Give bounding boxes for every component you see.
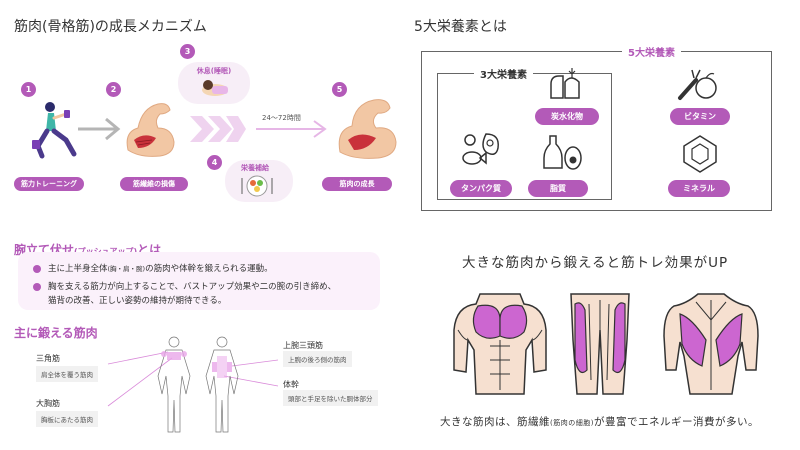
big-muscle-heading: 大きな筋肉から鍛えると筋トレ効果がUP — [462, 255, 729, 271]
pectoral-name: 大胸筋 — [36, 399, 60, 408]
bullet-dot — [33, 265, 41, 273]
thigh-muscle-icon — [570, 293, 630, 395]
growth-title: 筋肉(骨格筋)の成長メカニズム — [14, 19, 207, 35]
deltoid-name: 三角筋 — [36, 354, 60, 363]
back-muscle-icon — [663, 293, 759, 395]
grown-muscle-icon — [338, 99, 397, 159]
duration-label: 24〜72時間 — [262, 114, 301, 122]
step-label-rest: 休息(睡眠) — [196, 67, 232, 75]
trunk-name: 体幹 — [283, 380, 299, 389]
grain-bread-icon — [550, 68, 580, 99]
front-pectoral-mark — [167, 352, 181, 360]
step-number-5: 5 — [332, 82, 347, 97]
pushup-bullet-2: 胸を支える筋力が向上することで、バストアップ効果や二の腕の引き締め、猫背の改善、… — [33, 280, 336, 308]
footer-text-b: が豊富でエネルギー消費が多い。 — [593, 416, 759, 428]
pushup-title-sub: (プッシュアップ) — [74, 247, 137, 256]
training-person-icon — [32, 102, 77, 159]
deltoid-desc: 肩全体を覆う筋肉 — [36, 366, 98, 382]
trunk-desc: 頭部と手足を除いた胴体部分 — [283, 390, 378, 406]
meat-fish-icon — [462, 133, 499, 165]
long-arrow-icon — [256, 120, 327, 138]
rest-cloud — [178, 62, 250, 104]
label-vitamin: ビタミン — [670, 108, 730, 125]
sleeping-person-icon — [202, 80, 228, 96]
step-label-training: 筋力トレーニング — [14, 177, 84, 191]
damaged-muscle-icon — [126, 103, 175, 157]
bullet-1-text: 主に上半身全体(胸・肩・腕)の筋肉や体幹を鍛えられる運動。 — [48, 264, 273, 274]
step-number-4: 4 — [207, 155, 222, 170]
step-label-nutrition: 栄養補給 — [241, 164, 269, 172]
label-carbohydrate: 炭水化物 — [535, 108, 599, 125]
arrow-right-icon — [78, 117, 121, 141]
step-number-1: 1 — [21, 82, 36, 97]
vegetables-icon — [678, 69, 717, 100]
back-triceps-mark — [212, 362, 217, 372]
meal-plate-icon — [241, 175, 273, 197]
nutrients-title: 5大栄養素とは — [414, 19, 507, 35]
big-muscle-footer: 大きな筋肉は、筋繊維(筋肉の細胞)が豊富でエネルギー消費が多い。 — [440, 414, 759, 429]
bullet-2-text: 胸を支える筋力が向上することで、バストアップ効果や二の腕の引き締め、猫背の改善、… — [48, 282, 337, 306]
triceps-desc: 上腕の後ろ側の筋肉 — [283, 351, 352, 367]
pectoral-desc: 胸板にあたる筋肉 — [36, 411, 98, 427]
label-fat: 脂質 — [528, 180, 588, 197]
footer-text-a: 大きな筋肉は、筋繊維 — [440, 416, 550, 428]
chevrons-icon — [190, 116, 246, 142]
oil-avocado-icon — [543, 135, 582, 170]
step-number-3: 3 — [180, 44, 195, 59]
five-nutrients-box — [421, 51, 772, 211]
label-protein: タンパク質 — [450, 180, 512, 197]
pushup-bullet-1: 主に上半身全体(胸・肩・腕)の筋肉や体幹を鍛えられる運動。 — [33, 262, 273, 276]
step-label-damage: 筋繊維の損傷 — [120, 177, 188, 191]
three-nutrients-label: 3大栄養素 — [474, 66, 533, 81]
step-label-growth: 筋肉の成長 — [322, 177, 392, 191]
label-mineral: ミネラル — [668, 180, 730, 197]
body-muscle-figures — [107, 336, 279, 433]
pushup-description-box — [18, 252, 380, 310]
five-nutrients-label: 5大栄養素 — [622, 44, 681, 59]
muscles-title: 主に鍛える筋肉 — [14, 326, 98, 340]
mineral-crystal-icon — [683, 135, 717, 173]
triceps-name: 上腕三頭筋 — [283, 341, 323, 350]
step-number-2: 2 — [106, 82, 121, 97]
bullet-dot — [33, 283, 41, 291]
chest-muscle-icon — [453, 293, 547, 395]
footer-text-small: (筋肉の細胞) — [550, 419, 594, 427]
